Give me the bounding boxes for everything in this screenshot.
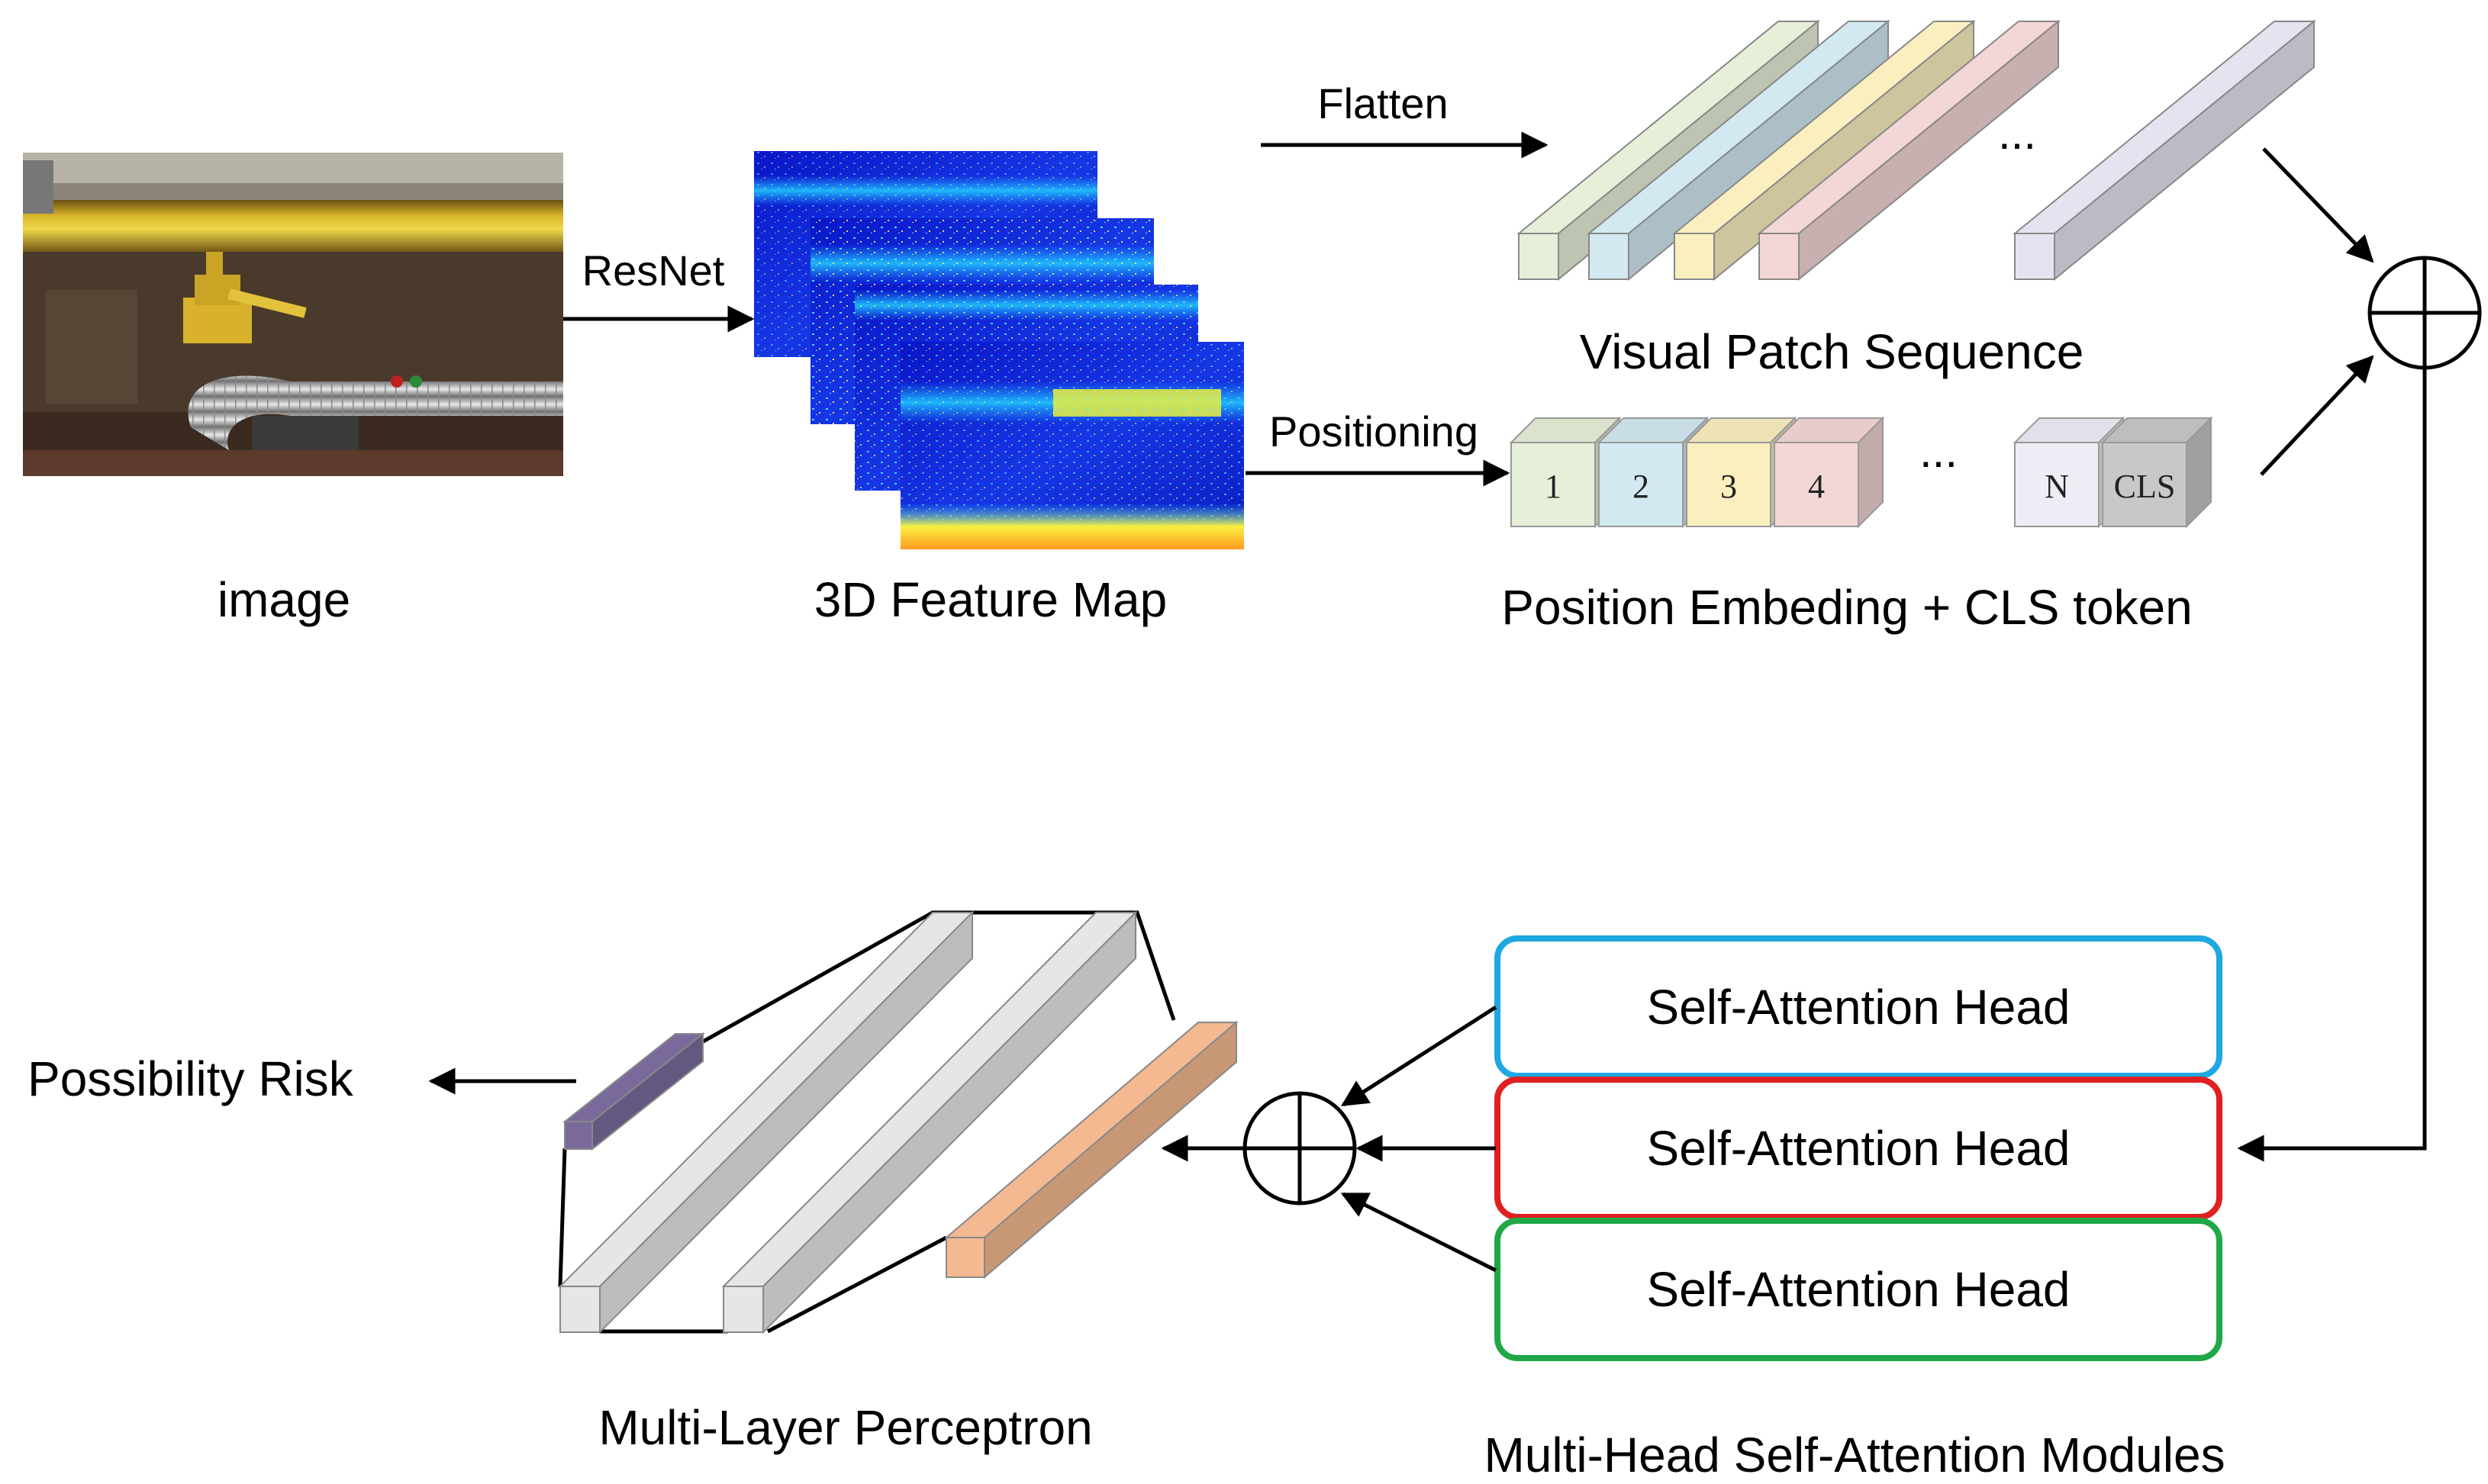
position-token-label: N <box>2045 468 2069 505</box>
image-label: image <box>218 572 350 627</box>
input-photo <box>23 153 563 476</box>
mlp-block <box>558 910 1239 1334</box>
position-token-label: CLS <box>2114 468 2176 505</box>
position-token-label: 1 <box>1545 468 1561 505</box>
position-token-label: 3 <box>1720 468 1737 505</box>
mhsa-label: Multi-Head Self-Attention Modules <box>1484 1428 2225 1482</box>
feature-map-stack <box>754 151 1244 549</box>
resnet-label: ResNet <box>582 246 725 295</box>
patch-bar <box>2013 19 2316 282</box>
position-token-row: 1 2 3 4 N CLS <box>1509 416 2213 529</box>
position-embedding-label: Position Embeding + CLS token <box>1501 580 2192 635</box>
position-token: CLS <box>2100 416 2213 529</box>
patch-bar <box>1757 19 2061 282</box>
patch-ellipsis: ... <box>1998 108 2036 159</box>
patch-bar <box>1587 19 1890 282</box>
output-label: Possibility Risk <box>27 1051 354 1106</box>
flatten-label: Flatten <box>1317 79 1448 127</box>
mlp-outline <box>598 910 1176 1102</box>
connector-to-attention <box>2237 368 2427 1162</box>
mlp-output-bar <box>944 1020 1239 1280</box>
visual-patch-sequence <box>1516 19 2316 282</box>
feature-map-layer <box>901 342 1244 549</box>
feature-map-label: 3D Feature Map <box>814 572 1167 627</box>
sum-node-top <box>2260 147 2482 476</box>
mlp-bar <box>558 910 975 1334</box>
attention-head: Self-Attention Head <box>1494 1077 2222 1220</box>
token-ellipsis: ... <box>1919 426 1958 477</box>
position-token-label: 4 <box>1808 468 1825 505</box>
attention-head-label: Self-Attention Head <box>1647 1121 2071 1176</box>
positioning-label: Positioning <box>1269 407 1478 456</box>
sum-node-bottom <box>1161 1005 1497 1273</box>
position-token-label: 2 <box>1632 468 1649 505</box>
visual-patch-sequence-label: Visual Patch Sequence <box>1580 324 2084 379</box>
mlp-bar <box>721 910 1138 1334</box>
attention-head: Self-Attention Head <box>1494 935 2222 1079</box>
output-bar <box>562 1032 705 1151</box>
mlp-label: Multi-Layer Perceptron <box>598 1400 1092 1455</box>
attention-head-label: Self-Attention Head <box>1647 980 2071 1035</box>
attention-head: Self-Attention Head <box>1494 1218 2222 1361</box>
position-token: 4 <box>1772 416 1885 529</box>
attention-head-label: Self-Attention Head <box>1647 1262 2071 1317</box>
